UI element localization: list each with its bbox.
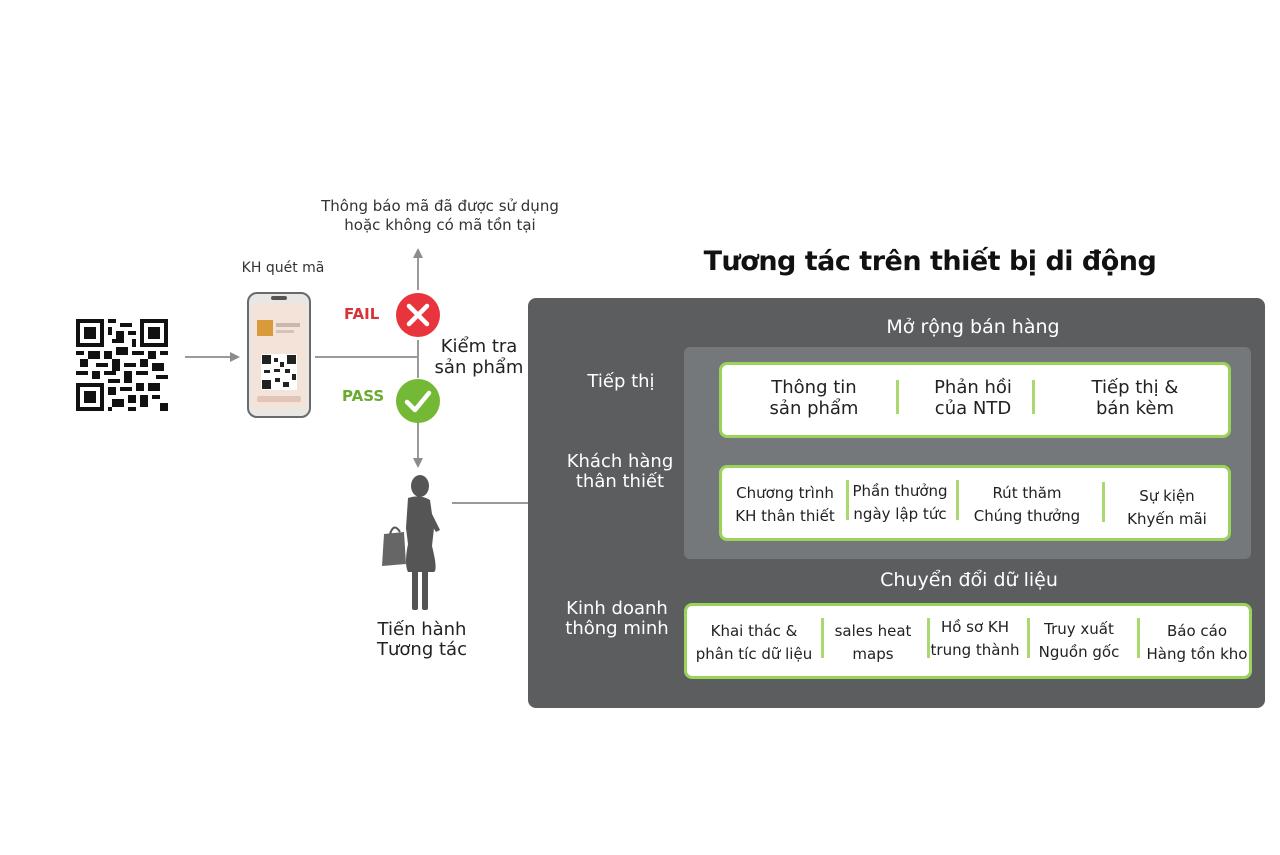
- scan-code-label: KH quét mã: [241, 260, 325, 276]
- separator: [846, 480, 849, 520]
- pass-label: PASS: [342, 387, 385, 405]
- phone-icon: [247, 292, 311, 418]
- section-data-conversion-title: Chuyển đổi dữ liệu: [880, 569, 1058, 591]
- separator: [1137, 618, 1140, 658]
- fail-x-icon: [396, 293, 440, 337]
- fail-label: FAIL: [344, 305, 380, 323]
- diagram-title: Tương tác trên thiết bị di động: [703, 246, 1157, 277]
- qr-code-icon: [76, 319, 168, 411]
- separator: [821, 618, 824, 658]
- error-notice-text: Thông báo mã đã được sử dụng hoặc không …: [321, 197, 559, 234]
- row-label-business: Kinh doanh thông minh: [565, 598, 669, 639]
- separator: [956, 480, 959, 520]
- check-product-label: Kiểm tra sản phẩm: [434, 336, 524, 378]
- pass-check-icon: [396, 379, 440, 423]
- separator: [1032, 380, 1035, 414]
- person-icon: [382, 475, 440, 610]
- marketing-item: Tiếp thị &bán kèm: [1091, 377, 1179, 419]
- row-label-marketing: Tiếp thị: [587, 371, 655, 392]
- business-item: Khai thác &phân tíc dữ liệu: [695, 622, 813, 664]
- separator: [927, 618, 930, 658]
- row-label-loyalty: Khách hàng thân thiết: [566, 451, 674, 492]
- proceed-interaction-label: Tiến hành Tương tác: [377, 619, 467, 660]
- separator: [896, 380, 899, 414]
- section-sales-expansion-title: Mở rộng bán hàng: [886, 316, 1060, 338]
- separator: [1102, 482, 1105, 522]
- separator: [1027, 618, 1030, 658]
